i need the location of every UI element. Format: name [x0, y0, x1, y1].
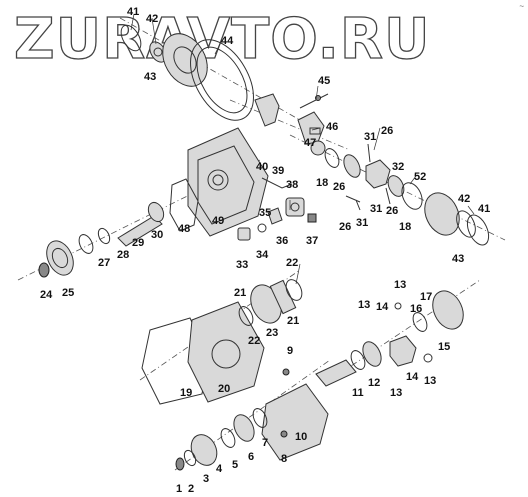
callout-29: 29 — [132, 237, 144, 249]
callout-5: 5 — [232, 459, 238, 471]
callout-10: 10 — [295, 431, 307, 443]
callout-37: 37 — [306, 235, 318, 247]
callout-13-a: 13 — [394, 279, 406, 291]
second-differential-group — [350, 290, 464, 370]
callout-26-low: 26 — [339, 221, 351, 233]
callout-22-low: 22 — [248, 335, 260, 347]
callout-48: 48 — [178, 223, 190, 235]
assembly-axes — [17, 17, 506, 471]
callout-52: 52 — [414, 171, 426, 183]
callout-40: 40 — [256, 161, 268, 173]
callout-14-b: 14 — [406, 371, 419, 383]
callout-2: 2 — [188, 483, 194, 495]
callout-31-top: 31 — [364, 131, 376, 143]
upper-flange-group — [120, 24, 254, 121]
callout-26-mid: 26 — [333, 181, 345, 193]
callout-32: 32 — [392, 161, 404, 173]
callout-25: 25 — [62, 287, 74, 299]
output-housing-group — [175, 359, 357, 471]
input-shaft-group — [38, 201, 317, 278]
callout-13-d: 13 — [424, 375, 436, 387]
callout-35: 35 — [259, 207, 271, 219]
callout-26-right: 26 — [386, 205, 398, 217]
callout-9: 9 — [287, 345, 293, 357]
callout-36: 36 — [276, 235, 288, 247]
callout-16: 16 — [410, 303, 422, 315]
callout-14-a: 14 — [376, 301, 389, 313]
callout-34: 34 — [256, 249, 269, 261]
front-housing-group — [169, 127, 305, 237]
callout-38: 38 — [286, 179, 298, 191]
callout-31-mid: 31 — [370, 203, 382, 215]
callout-1: 1 — [176, 483, 182, 495]
callout-21-left: 21 — [234, 287, 246, 299]
callout-12: 12 — [368, 377, 380, 389]
callout-24: 24 — [40, 289, 53, 301]
callout-46: 46 — [326, 121, 338, 133]
callout-27: 27 — [98, 257, 110, 269]
callout-23: 23 — [266, 327, 278, 339]
callout-13-c: 13 — [390, 387, 402, 399]
callout-28: 28 — [117, 249, 129, 261]
differential-spider-group — [324, 143, 490, 246]
callout-8: 8 — [281, 453, 287, 465]
callout-13-b: 13 — [358, 299, 370, 311]
callout-33: 33 — [236, 259, 248, 271]
watermark-text: ZURAVTO.RU — [14, 7, 431, 72]
callout-43-right: 43 — [452, 253, 464, 265]
callout-45: 45 — [318, 75, 330, 87]
callout-26-top: 26 — [381, 125, 393, 137]
callout-7: 7 — [262, 437, 268, 449]
callout-39: 39 — [272, 165, 284, 177]
leader-lines — [130, 13, 475, 285]
callout-30: 30 — [151, 229, 163, 241]
callout-41-top: 41 — [127, 6, 139, 18]
callout-18-top: 18 — [316, 177, 328, 189]
callout-19: 19 — [180, 387, 192, 399]
callout-20: 20 — [218, 383, 230, 395]
callout-42-right: 42 — [458, 193, 470, 205]
callout-3: 3 — [203, 473, 209, 485]
corner-mark: ~ — [519, 2, 524, 11]
callout-42-top: 42 — [146, 13, 158, 25]
callout-44: 44 — [221, 35, 234, 47]
callout-15: 15 — [438, 341, 450, 353]
callout-11: 11 — [352, 387, 364, 399]
shift-fork-group — [254, 93, 329, 156]
callout-labels: 41 42 44 43 45 46 47 31 26 40 39 38 32 1… — [40, 6, 490, 495]
callout-43-top: 43 — [144, 71, 156, 83]
callout-21-right: 21 — [287, 315, 299, 327]
callout-4: 4 — [216, 463, 223, 475]
callout-22-top: 22 — [286, 257, 298, 269]
callout-49: 49 — [212, 215, 224, 227]
callout-41-right: 41 — [478, 203, 490, 215]
callout-31-low: 31 — [356, 217, 368, 229]
callout-18-right: 18 — [399, 221, 411, 233]
callout-6: 6 — [248, 451, 254, 463]
callout-47: 47 — [304, 137, 316, 149]
callout-17: 17 — [420, 291, 432, 303]
rear-housing-group — [141, 279, 303, 405]
